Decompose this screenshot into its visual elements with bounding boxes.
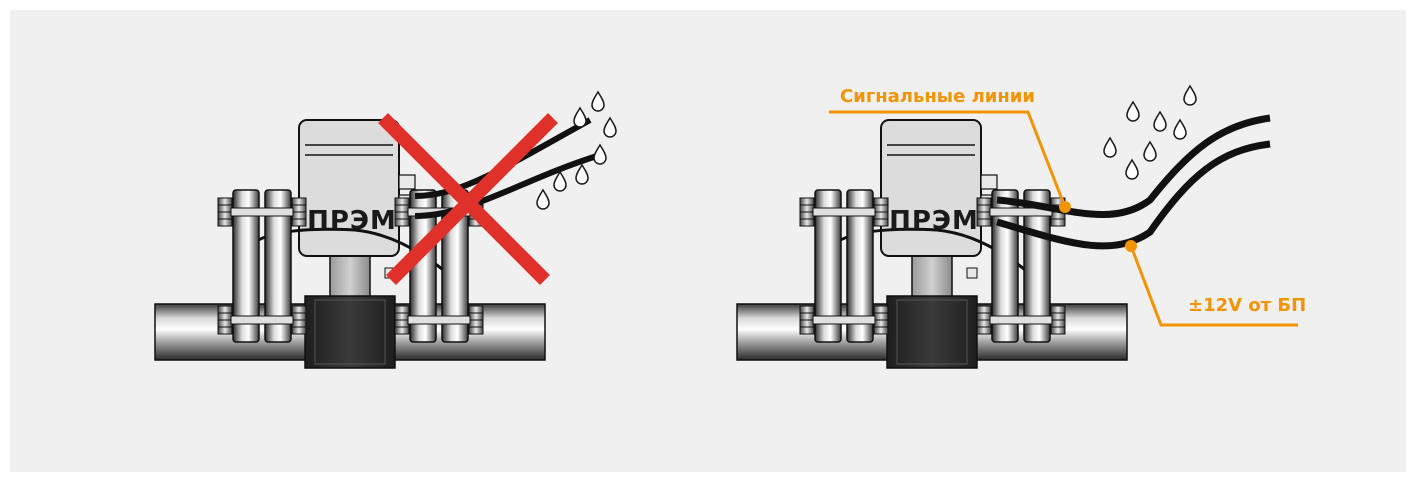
left-meter-assembly (155, 120, 545, 368)
water-drop-icon (1126, 160, 1138, 179)
water-drop-icon (1154, 112, 1166, 131)
water-drop-icon (1174, 120, 1186, 139)
water-drop-icon (1144, 142, 1156, 161)
water-drop-icon (1184, 86, 1196, 105)
water-drop-icon (592, 92, 604, 111)
water-drop-icon (1127, 102, 1139, 121)
left-water-drops (537, 92, 616, 209)
water-drop-icon (576, 165, 588, 184)
water-drop-icon (554, 172, 566, 191)
signal-lines-label: Сигнальные линии (840, 86, 1035, 107)
water-drop-icon (604, 118, 616, 137)
right-meter-diagram: Сигнальные линии ±12V от БП ПРЭМ (737, 86, 1306, 368)
left-device-label: ПРЭМ (307, 206, 397, 236)
water-drop-icon (594, 145, 606, 164)
water-drop-icon (574, 108, 586, 127)
power-callout: ±12V от БП (1125, 240, 1306, 325)
power-label: ±12V от БП (1188, 295, 1306, 316)
right-device-label: ПРЭМ (889, 206, 979, 236)
left-meter-diagram: ПРЭМ (155, 92, 616, 368)
water-drop-icon (1104, 138, 1116, 157)
water-drop-icon (537, 190, 549, 209)
